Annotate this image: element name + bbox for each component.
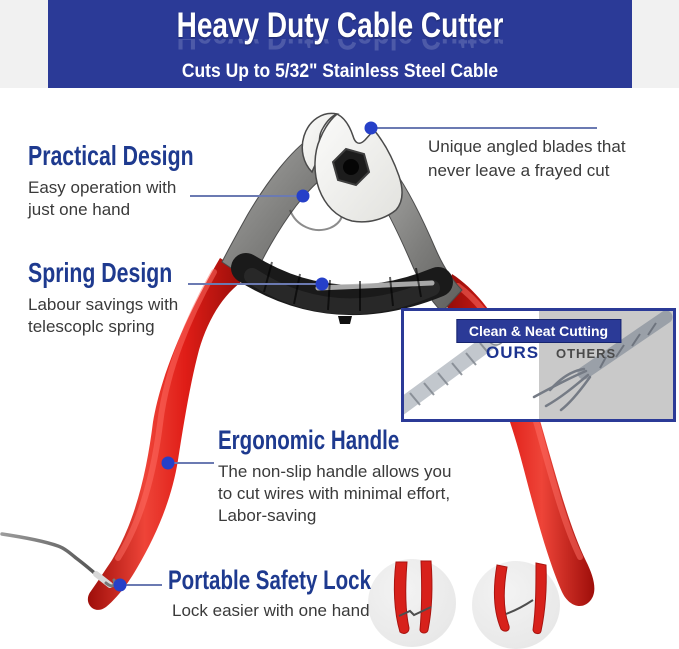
leader-lines — [120, 127, 597, 586]
practical-design-title: Practical Design — [28, 140, 194, 171]
cable-comparison-graphic — [404, 311, 673, 415]
blades-leader-dot — [364, 121, 378, 135]
pivot-hex-nut — [331, 147, 371, 187]
inset-ours-label: OURS — [486, 343, 540, 362]
safety-lock-wire — [0, 532, 116, 588]
spring-leader-dot — [315, 277, 329, 291]
frayed-cable-graphic — [532, 311, 673, 412]
spring-design-title: Spring Design — [28, 257, 173, 288]
banner: Heavy Duty Cable Cutter Heavy Duty Cable… — [48, 0, 632, 88]
safety-lock-title: Portable Safety Lock — [168, 565, 371, 595]
inset-others-label: OTHERS — [556, 346, 617, 361]
practical-leader-dot — [296, 189, 310, 203]
ergonomic-handle-description: The non-slip handle allows you to cut wi… — [218, 462, 452, 526]
ergonomic-leader-dot — [161, 456, 175, 470]
practical-design-callout: Practical Design Easy operation with jus… — [28, 141, 246, 221]
ergonomic-handle-callout: Ergonomic Handle The non-slip handle all… — [218, 426, 457, 527]
portable-leader-dot — [113, 578, 127, 592]
inset-title: Clean & Neat Cutting — [455, 319, 622, 343]
left-handle — [87, 258, 251, 610]
comparison-inset: Clean & Neat Cutting OURS OTHERS — [401, 308, 676, 422]
telescopic-spring — [231, 253, 453, 324]
angled-blades-description: Unique angled blades that never leave a … — [428, 137, 626, 180]
banner-title: Heavy Duty Cable Cutter — [176, 6, 504, 45]
banner-subtitle: Cuts Up to 5/32" Stainless Steel Cable — [181, 61, 499, 82]
practical-design-description: Easy operation with just one hand — [28, 178, 177, 220]
spring-design-description: Labour savings with telescoplc spring — [28, 295, 179, 337]
angled-blades-callout: Unique angled blades that never leave a … — [428, 135, 626, 183]
lock-closed-inset — [368, 559, 456, 647]
leader-dots — [113, 121, 378, 592]
spring-design-callout: Spring Design Labour savings with telesc… — [28, 258, 218, 338]
lock-open-inset — [472, 561, 560, 649]
safety-lock-description: Lock easier with one hand — [172, 601, 370, 621]
cutter-head — [301, 112, 403, 223]
safety-lock-callout: Portable Safety Lock Lock easier with on… — [168, 566, 435, 622]
ergonomic-handle-title: Ergonomic Handle — [218, 425, 400, 455]
